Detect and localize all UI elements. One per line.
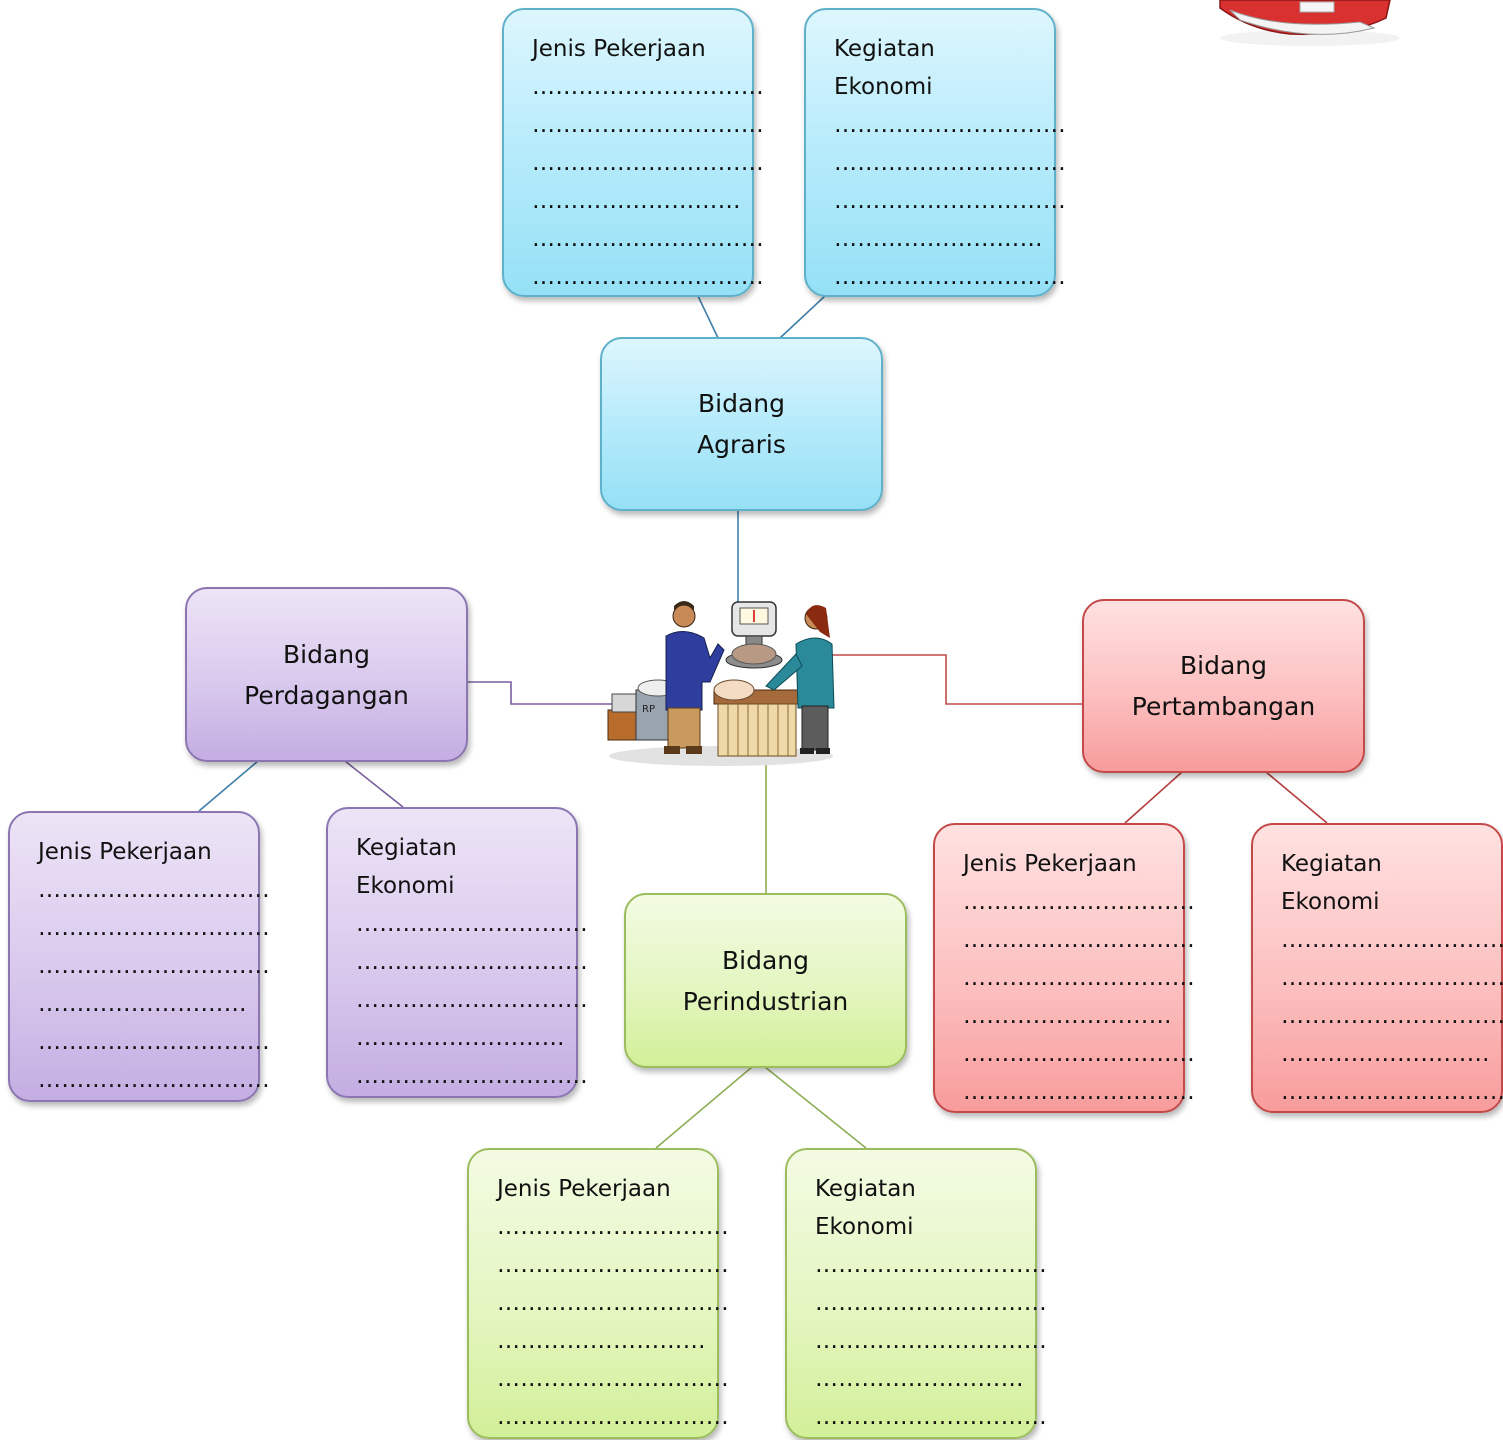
blank-line: …………………………	[532, 226, 764, 252]
agraris-jenis-pekerjaan-box: Jenis Pekerjaan ………………………… ………………………… ………	[502, 8, 764, 297]
blank-line: …………………………	[1281, 927, 1503, 953]
blank-line: …………………………	[834, 188, 1066, 214]
pertambangan-kegiatan-title: Kegiatan Ekonomi	[1281, 851, 1382, 915]
blank-line: ………………………	[497, 1328, 706, 1354]
pertambangan-jenis-lines: ………………………… ………………………… ………………………… ……………………	[963, 883, 1195, 1111]
agraris-jenis-lines: ………………………… ………………………… ………………………… ……………………	[532, 68, 764, 296]
blank-line: ………………………	[834, 226, 1043, 252]
connector-perdagangan-kegiatan	[344, 760, 404, 808]
connector-agraris-jenis	[697, 295, 719, 339]
perdagangan-kegiatan-lines: ………………………… ………………………… ………………………… ……………………	[356, 905, 588, 1095]
blank-line: …………………………	[963, 927, 1195, 953]
connector-perdagangan-center	[468, 681, 612, 705]
perdagangan-jenis-lines: ………………………… ………………………… ………………………… ……………………	[38, 871, 270, 1099]
blank-line: …………………………	[38, 1029, 270, 1055]
blank-line: …………………………	[38, 953, 270, 979]
blank-line: …………………………	[356, 911, 588, 937]
blank-line: …………………………	[815, 1252, 1047, 1278]
agraris-kegiatan-ekonomi-box: Kegiatan Ekonomi ………………………… ………………………… ……	[804, 8, 1066, 297]
blank-line: …………………………	[532, 112, 764, 138]
blank-line: …………………………	[815, 1328, 1047, 1354]
blank-line: …………………………	[38, 1067, 270, 1093]
blank-line: …………………………	[497, 1366, 729, 1392]
blank-line: ………………………	[815, 1366, 1024, 1392]
blank-line: …………………………	[356, 987, 588, 1013]
connector-pertambangan-kegiatan	[1265, 771, 1328, 824]
perdagangan-jenis-pekerjaan-box: Jenis Pekerjaan ………………………… ………………………… ………	[8, 811, 270, 1102]
blank-line: ………………………	[1281, 1041, 1490, 1067]
pertambangan-kegiatan-lines: ………………………… ………………………… ………………………… ……………………	[1281, 921, 1503, 1111]
blank-line: …………………………	[963, 965, 1195, 991]
pertambangan-kegiatan-ekonomi-box: Kegiatan Ekonomi ………………………… ………………………… ……	[1251, 823, 1503, 1113]
perindustrian-kegiatan-ekonomi-box: Kegiatan Ekonomi ………………………… ………………………… ……	[785, 1148, 1047, 1439]
connector-perdagangan-jenis	[198, 760, 259, 812]
connector-agraris-kegiatan	[779, 295, 826, 339]
blank-line: …………………………	[963, 1041, 1195, 1067]
blank-line: …………………………	[532, 150, 764, 176]
blank-line: …………………………	[497, 1214, 729, 1240]
perindustrian-jenis-pekerjaan-box: Jenis Pekerjaan ………………………… ………………………… ………	[467, 1148, 729, 1439]
blank-line: …………………………	[834, 264, 1066, 290]
blank-line: …………………………	[497, 1290, 729, 1316]
svg-text:RP: RP	[642, 704, 655, 715]
bidang-perdagangan-box: Bidang Perdagangan	[185, 587, 468, 762]
blank-line: …………………………	[815, 1404, 1047, 1430]
blank-line: ………………………	[963, 1003, 1172, 1029]
connector-pertambangan-center	[832, 654, 1083, 705]
blank-line: …………………………	[963, 889, 1195, 915]
perindustrian-jenis-title: Jenis Pekerjaan	[497, 1176, 671, 1202]
pertambangan-jenis-pekerjaan-box: Jenis Pekerjaan ………………………… ………………………… ………	[933, 823, 1195, 1113]
blank-line: …………………………	[1281, 1079, 1503, 1105]
bidang-perindustrian-box: Bidang Perindustrian	[624, 893, 907, 1068]
perindustrian-kegiatan-title: Kegiatan Ekonomi	[815, 1176, 916, 1240]
blank-line: …………………………	[532, 74, 764, 100]
agraris-kegiatan-title: Kegiatan Ekonomi	[834, 36, 935, 100]
blank-line: …………………………	[1281, 965, 1503, 991]
red-sneaker-icon	[1219, 0, 1400, 46]
blank-line: …………………………	[38, 877, 270, 903]
blank-line: …………………………	[356, 1063, 588, 1089]
connector-pertambangan-jenis	[1124, 771, 1183, 824]
agraris-jenis-title: Jenis Pekerjaan	[532, 36, 706, 62]
bidang-agraris-box: Bidang Agraris	[600, 337, 883, 511]
blank-line: …………………………	[815, 1290, 1047, 1316]
perindustrian-kegiatan-lines: ………………………… ………………………… ………………………… ……………………	[815, 1246, 1047, 1436]
blank-line: …………………………	[963, 1079, 1195, 1105]
blank-line: …………………………	[497, 1252, 729, 1278]
bidang-pertambangan-box: Bidang Pertambangan	[1082, 599, 1365, 773]
blank-line: ………………………	[38, 991, 247, 1017]
perindustrian-jenis-lines: ………………………… ………………………… ………………………… ……………………	[497, 1208, 729, 1436]
blank-line: ………………………	[532, 188, 741, 214]
blank-line: …………………………	[834, 150, 1066, 176]
blank-line: …………………………	[38, 915, 270, 941]
blank-line: …………………………	[532, 264, 764, 290]
perdagangan-jenis-title: Jenis Pekerjaan	[38, 839, 212, 865]
connector-perindustrian-jenis	[655, 1066, 753, 1149]
perdagangan-kegiatan-title: Kegiatan Ekonomi	[356, 835, 457, 899]
connector-perindustrian-kegiatan	[764, 1066, 867, 1149]
agraris-kegiatan-lines: ………………………… ………………………… ………………………… ……………………	[834, 106, 1066, 296]
blank-line: …………………………	[1281, 1003, 1503, 1029]
market-trader-scale-illustration: RP	[607, 601, 835, 766]
blank-line: ………………………	[356, 1025, 565, 1051]
blank-line: …………………………	[356, 949, 588, 975]
pertambangan-jenis-title: Jenis Pekerjaan	[963, 851, 1137, 877]
perdagangan-kegiatan-ekonomi-box: Kegiatan Ekonomi ………………………… ………………………… ……	[326, 807, 588, 1098]
blank-line: …………………………	[834, 112, 1066, 138]
blank-line: …………………………	[497, 1404, 729, 1430]
